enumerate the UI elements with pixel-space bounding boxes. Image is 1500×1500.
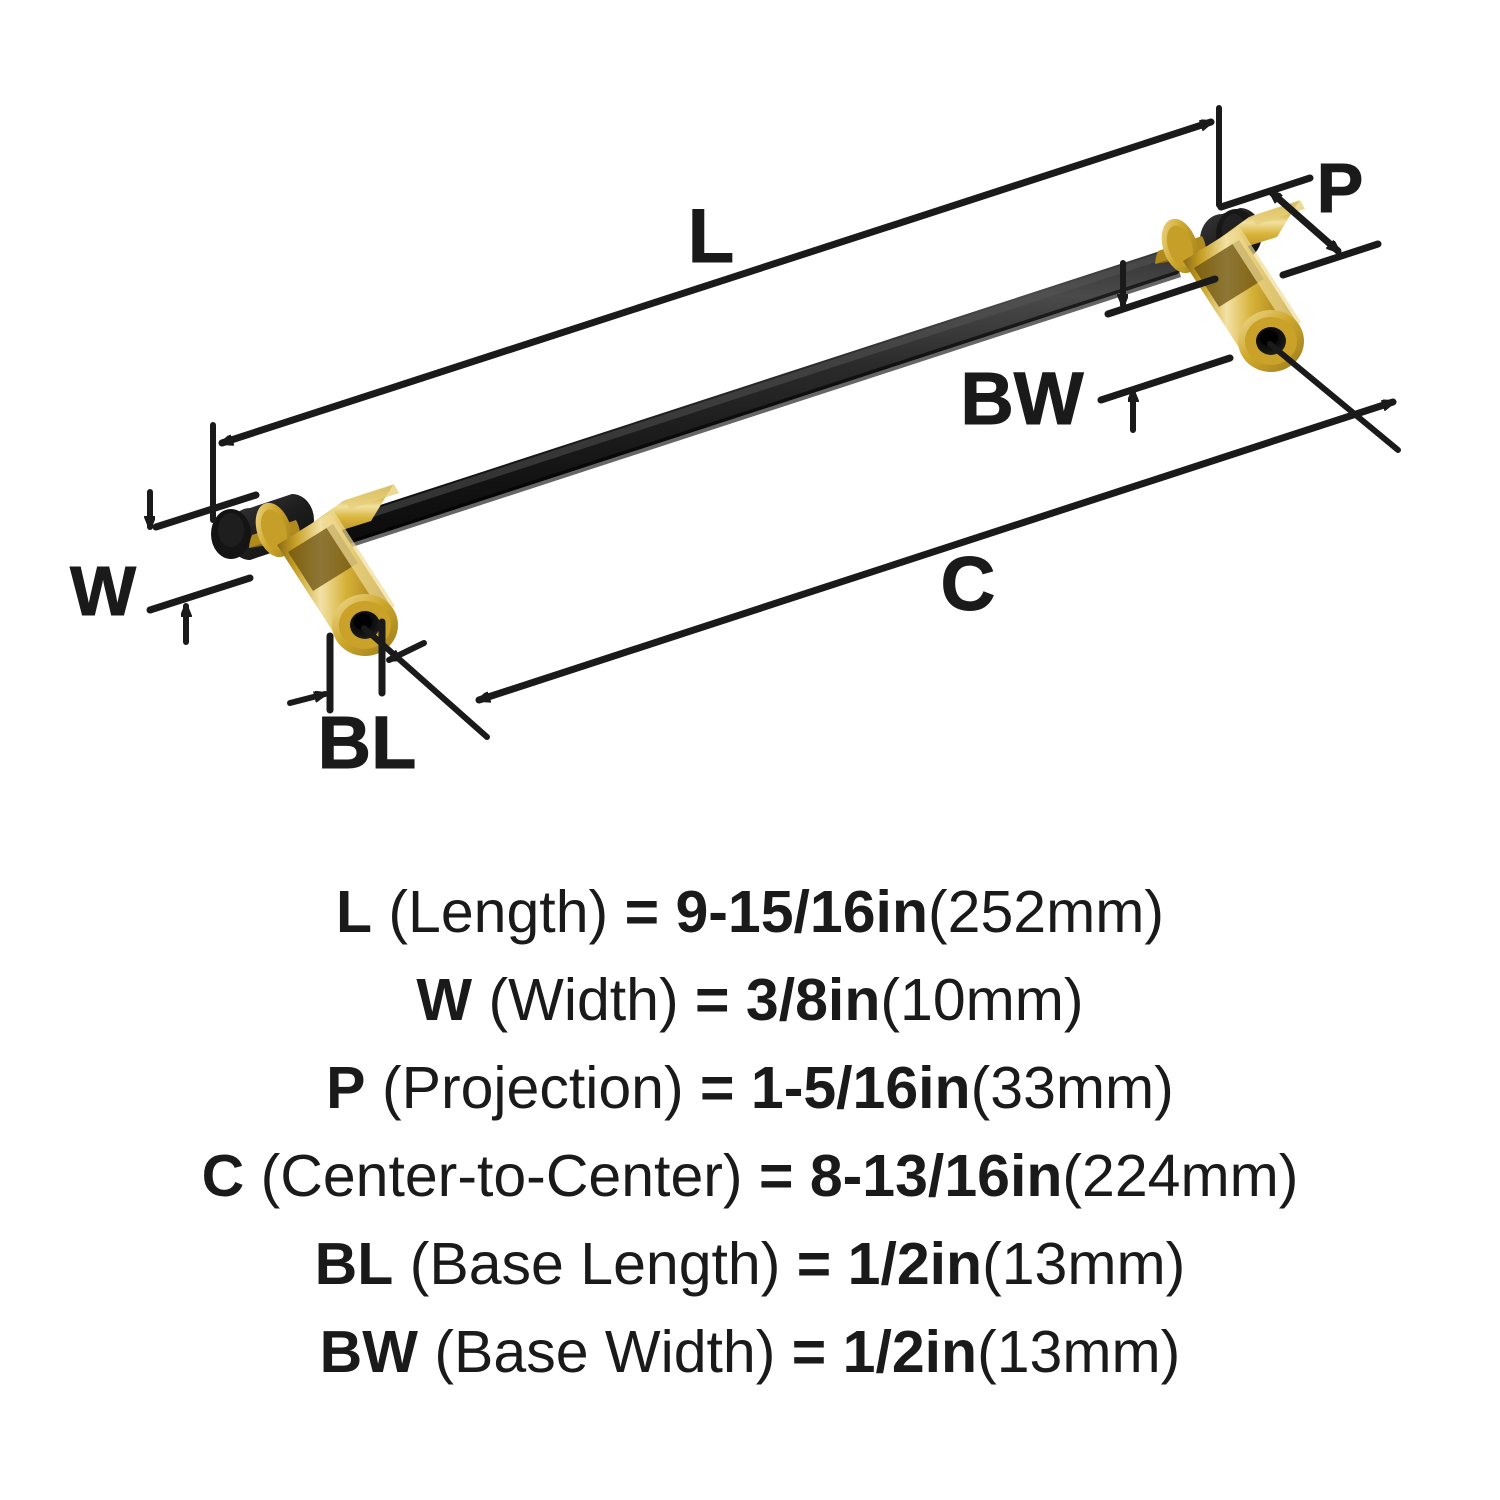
diagram-area: L W P — [69, 105, 1401, 785]
spec-row-length: L (Length) = 9-15/16in(252mm) — [0, 868, 1500, 956]
dimension-label-width: W — [70, 552, 136, 630]
spec-metric-value: (13mm) — [982, 1231, 1186, 1297]
dimension-label-center-to-center: C — [941, 542, 996, 627]
spec-code: P — [326, 1055, 366, 1121]
spec-equals: = — [700, 1055, 735, 1121]
specification-list: L (Length) = 9-15/16in(252mm) W (Width) … — [0, 868, 1500, 1396]
spec-equals: = — [796, 1231, 832, 1297]
spec-name: (Base Width) — [434, 1319, 776, 1385]
dimension-projection — [1217, 174, 1382, 279]
dimension-label-base-width: BW — [960, 357, 1083, 440]
spec-metric-value: (224mm) — [1062, 1143, 1299, 1209]
spec-code: L — [335, 879, 372, 945]
spec-imperial-value: 9-15/16in — [675, 879, 928, 945]
spec-code: BW — [319, 1319, 418, 1385]
spec-code: BL — [314, 1231, 394, 1297]
spec-imperial-value: 1-5/16in — [750, 1055, 971, 1121]
spec-row-width: W (Width) = 3/8in(10mm) — [0, 956, 1500, 1044]
spec-metric-value: (10mm) — [880, 967, 1084, 1033]
left-brass-collar — [249, 484, 399, 558]
spec-imperial-value: 3/8in — [745, 967, 881, 1033]
spec-equals: = — [695, 967, 730, 1033]
spec-metric-value: (33mm) — [970, 1055, 1174, 1121]
dimension-width — [150, 489, 260, 645]
spec-name: (Projection) — [381, 1055, 684, 1121]
spec-name: (Length) — [388, 879, 609, 945]
spec-imperial-value: 1/2in — [842, 1319, 978, 1385]
spec-metric-value: (13mm) — [977, 1319, 1181, 1385]
dimension-label-projection: P — [1317, 149, 1364, 227]
spec-name: (Width) — [488, 967, 679, 1033]
spec-code: W — [416, 967, 473, 1033]
dimension-label-base-length: BL — [318, 701, 417, 784]
spec-equals: = — [791, 1319, 827, 1385]
dimension-base-length — [287, 618, 427, 714]
spec-row-base-width: BW (Base Width) = 1/2in(13mm) — [0, 1308, 1500, 1396]
pull-technical-drawing: L W P — [69, 105, 1401, 785]
spec-name: (Center-to-Center) — [260, 1143, 743, 1209]
spec-name: (Base Length) — [409, 1231, 781, 1297]
spec-code: C — [201, 1143, 245, 1209]
spec-metric-value: (252mm) — [928, 879, 1165, 945]
dimension-length — [210, 105, 1222, 523]
spec-equals: = — [624, 879, 660, 945]
spec-equals: = — [758, 1143, 794, 1209]
dimension-center-to-center — [361, 341, 1401, 740]
dimension-label-length: L — [688, 194, 734, 279]
spec-imperial-value: 8-13/16in — [809, 1143, 1063, 1209]
spec-imperial-value: 1/2in — [847, 1231, 983, 1297]
spec-row-base-length: BL (Base Length) = 1/2in(13mm) — [0, 1220, 1500, 1308]
spec-row-center-to-center: C (Center-to-Center) = 8-13/16in(224mm) — [0, 1132, 1500, 1220]
spec-row-projection: P (Projection) = 1-5/16in(33mm) — [0, 1044, 1500, 1132]
